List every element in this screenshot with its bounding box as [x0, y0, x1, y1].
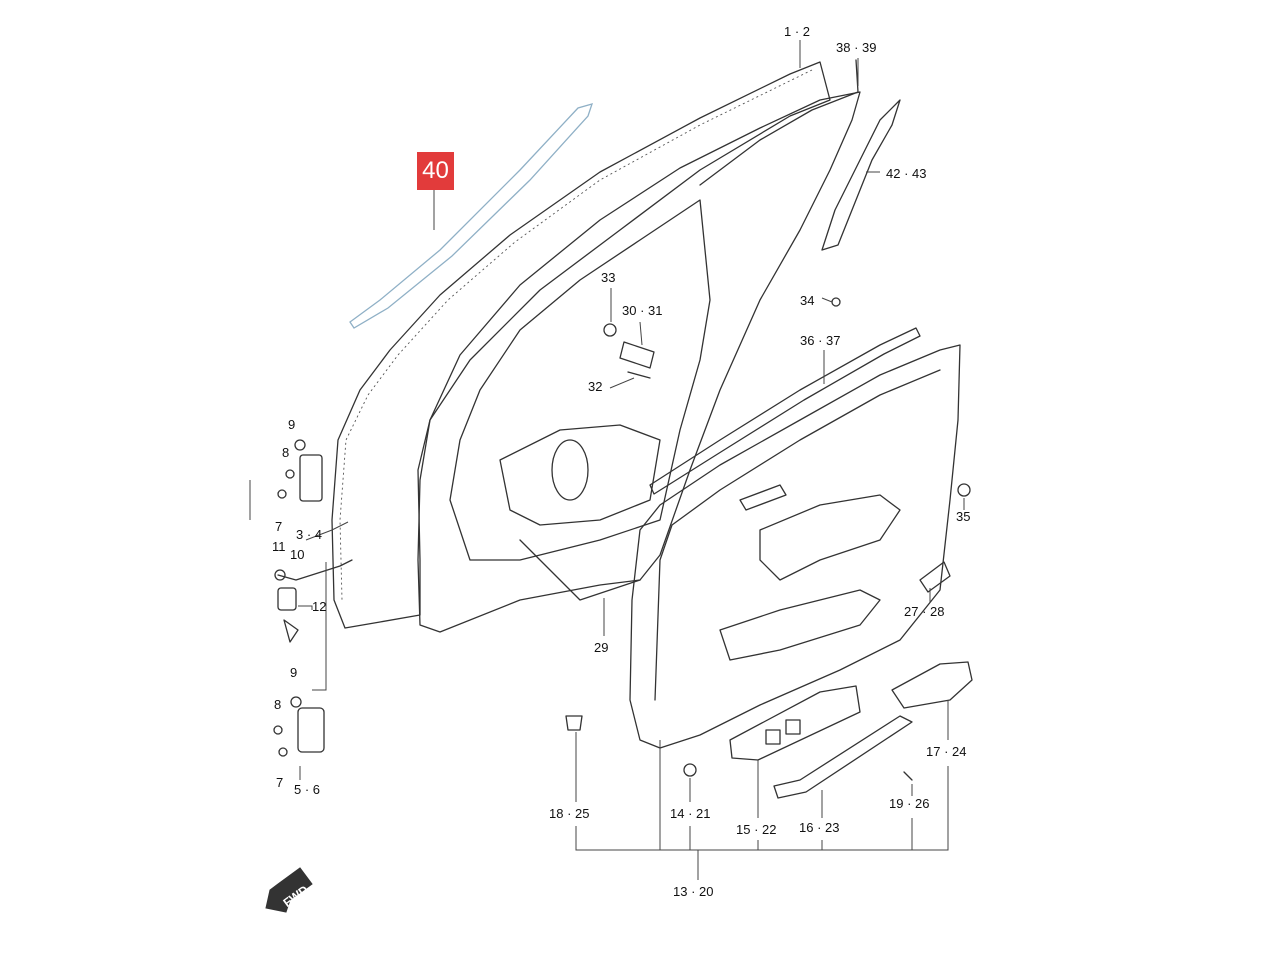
fastener-34 [831, 297, 841, 307]
clip-18 [565, 715, 583, 731]
switch-panel [729, 685, 861, 761]
sash-trim [821, 99, 901, 251]
label-36-37: 36 · 37 [800, 333, 841, 348]
label-9-top: 9 [288, 417, 296, 432]
pull-trim [773, 715, 913, 799]
label-11: 11 [272, 539, 286, 554]
fastener-33 [603, 323, 617, 337]
label-34: 34 [800, 293, 815, 308]
seal-strip [699, 59, 859, 186]
label-14-21: 14 · 21 [670, 806, 711, 821]
label-19-26: 19 · 26 [889, 796, 930, 811]
label-10: 10 [290, 547, 305, 562]
label-29: 29 [594, 640, 609, 655]
label-30-31: 30 · 31 [622, 303, 663, 318]
label-3-4: 3 · 4 [296, 527, 323, 542]
label-16-23: 16 · 23 [799, 820, 840, 835]
label-9-bottom: 9 [290, 665, 298, 680]
window-glass [349, 103, 594, 329]
armrest-pad [891, 661, 973, 709]
label-42-43: 42 · 43 [886, 166, 927, 181]
label-17-24: 17 · 24 [926, 744, 967, 759]
screw-19 [903, 771, 913, 781]
label-7-top: 7 [275, 519, 283, 534]
cap-14 [683, 763, 697, 777]
door-inner-cutout [449, 199, 711, 561]
label-7-bottom: 7 [276, 775, 284, 790]
highlighted-part-label[interactable]: 40 [417, 152, 454, 190]
bracket-30 [619, 341, 655, 369]
label-13-20: 13 · 20 [673, 884, 714, 899]
door-trim-panel [629, 344, 961, 749]
label-18-25: 18 · 25 [549, 806, 590, 821]
label-8-bottom: 8 [274, 697, 282, 712]
label-15-22: 15 · 22 [736, 822, 777, 837]
bolt-32 [627, 371, 651, 379]
label-5-6: 5 · 6 [294, 782, 321, 797]
label-38-39: 38 · 39 [836, 40, 877, 55]
label-33: 33 [601, 270, 616, 285]
fastener-35 [957, 483, 971, 497]
door-frame-outer [331, 61, 831, 629]
cover-27 [919, 561, 951, 593]
door-inner-panel [417, 91, 861, 633]
fwd-arrow-icon: FWD [265, 867, 313, 913]
armrest [759, 494, 901, 581]
label-35: 35 [956, 509, 971, 524]
belt-molding [649, 327, 921, 495]
label-32: 32 [588, 379, 603, 394]
label-12: 12 [312, 599, 327, 614]
label-8-top: 8 [282, 445, 290, 460]
label-27-28: 27 · 28 [904, 604, 945, 619]
label-1-2: 1 · 2 [784, 24, 811, 39]
